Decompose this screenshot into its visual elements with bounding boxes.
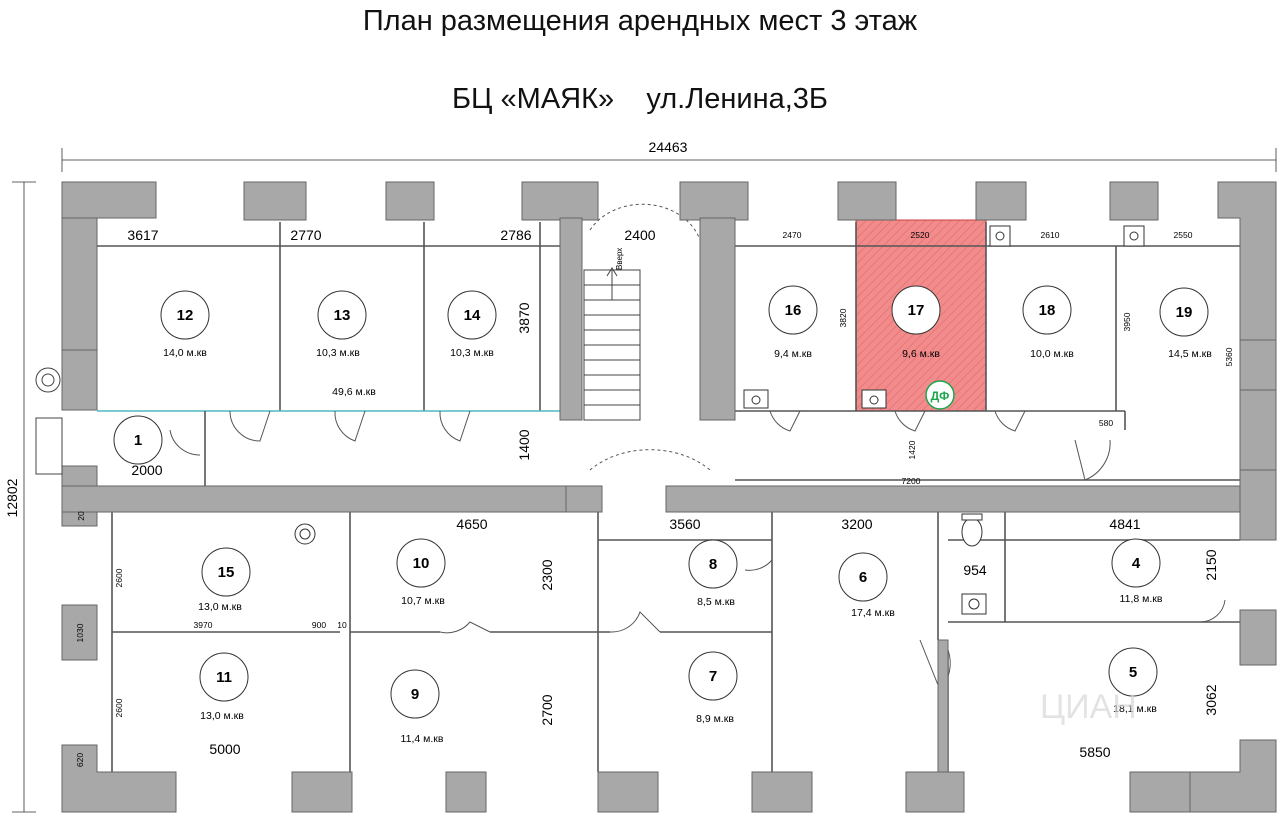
room-4-number: 4 xyxy=(1132,555,1141,572)
dim-580: 580 xyxy=(1099,418,1113,428)
dim-2786: 2786 xyxy=(500,227,531,243)
room-16-number: 16 xyxy=(785,302,802,319)
dim-620: 620 xyxy=(75,753,85,767)
dim-2400: 2400 xyxy=(624,227,655,243)
plan-subtitle: БЦ «МАЯК» ул.Ленина,3Б xyxy=(452,83,828,115)
dim-2600-a: 2600 xyxy=(114,568,124,587)
room-7-area: 8,9 м.кв xyxy=(696,713,734,725)
interior-partitions xyxy=(97,222,1240,772)
room-10-area: 10,7 м.кв xyxy=(401,595,445,607)
room-8-number: 8 xyxy=(709,556,717,573)
dim-1420: 1420 xyxy=(907,440,917,459)
room-17-number: 17 xyxy=(908,302,925,319)
dim-3820: 3820 xyxy=(838,308,848,327)
dim-2300: 2300 xyxy=(539,559,555,590)
room-12-number: 12 xyxy=(177,307,194,324)
room-15-number: 15 xyxy=(218,564,235,581)
room-19-number: 19 xyxy=(1176,304,1193,321)
room-18-number: 18 xyxy=(1039,302,1056,319)
dim-3617: 3617 xyxy=(127,227,158,243)
dim-7200: 7200 xyxy=(902,476,921,486)
dim-3200: 3200 xyxy=(841,516,872,532)
dim-3970: 3970 xyxy=(194,620,213,630)
watermark: ЦИАН xyxy=(1040,688,1137,726)
room-12-area: 14,0 м.кв xyxy=(163,347,207,359)
dim-2610: 2610 xyxy=(1041,230,1060,240)
overall-height-label: 12802 xyxy=(4,478,20,517)
dim-2520: 2520 xyxy=(911,230,930,240)
dim-5850: 5850 xyxy=(1079,744,1110,760)
dim-954: 954 xyxy=(963,562,987,578)
dim-5360: 5360 xyxy=(1224,347,1234,366)
room-17-area: 9,6 м.кв xyxy=(902,348,940,360)
dim-2600-b: 2600 xyxy=(114,698,124,717)
total-area-label: 49,6 м.кв xyxy=(332,386,376,398)
dim-10: 10 xyxy=(337,620,347,630)
structural-walls xyxy=(61,181,1277,813)
room-4-area: 11,8 м.кв xyxy=(1120,593,1163,605)
dim-2470: 2470 xyxy=(783,230,802,240)
room-9-number: 9 xyxy=(411,686,419,703)
dim-3870: 3870 xyxy=(516,302,532,333)
room-6-area: 17,4 м.кв xyxy=(851,607,895,619)
dim-2150: 2150 xyxy=(1203,549,1219,580)
dim-3560: 3560 xyxy=(669,516,700,532)
dim-900: 900 xyxy=(312,620,326,630)
room-14-area: 10,3 м.кв xyxy=(450,347,494,359)
toilet-icon xyxy=(961,513,983,547)
stairs-up-label: Вверх xyxy=(615,248,624,270)
door-swings xyxy=(169,203,1226,691)
dim-2700: 2700 xyxy=(539,694,555,725)
overall-dimension-lines xyxy=(12,148,1277,813)
dim-2550: 2550 xyxy=(1174,230,1193,240)
dim-4650: 4650 xyxy=(456,516,487,532)
dim-4841: 4841 xyxy=(1109,516,1140,532)
staircase xyxy=(583,267,641,421)
room-13-area: 10,3 м.кв xyxy=(316,347,360,359)
room-15-area: 13,0 м.кв xyxy=(198,601,242,613)
room-11-area: 13,0 м.кв xyxy=(200,710,244,722)
room-1-number: 1 xyxy=(134,432,142,449)
room-13-number: 13 xyxy=(334,307,351,324)
room-9-area: 11,4 м.кв xyxy=(401,733,444,745)
dim-2770: 2770 xyxy=(290,227,321,243)
room-10-number: 10 xyxy=(413,555,430,572)
dim-2000: 2000 xyxy=(131,462,162,478)
dim-3062: 3062 xyxy=(1203,684,1219,715)
dim-1030: 1030 xyxy=(75,623,85,642)
dim-3950: 3950 xyxy=(1122,312,1132,331)
room-markers xyxy=(113,285,1209,719)
ventilation-icon xyxy=(35,367,63,475)
dim-1400: 1400 xyxy=(516,429,532,460)
room-7-number: 7 xyxy=(709,668,717,685)
df-badge: ДФ xyxy=(925,380,955,410)
room-11-number: 11 xyxy=(216,669,232,686)
sink-icon xyxy=(294,225,1145,615)
room-14-number: 14 xyxy=(464,307,481,324)
room-19-area: 14,5 м.кв xyxy=(1168,348,1212,360)
room-16-area: 9,4 м.кв xyxy=(774,348,812,360)
room-6-number: 6 xyxy=(859,569,867,586)
room-8-area: 8,5 м.кв xyxy=(697,596,735,608)
room-18-area: 10,0 м.кв xyxy=(1030,348,1074,360)
room-5-number: 5 xyxy=(1129,664,1137,681)
dim-5000: 5000 xyxy=(209,741,240,757)
plan-title: План размещения арендных мест 3 этаж xyxy=(362,5,918,37)
room-5-area: 18,1 м.кв xyxy=(1113,703,1157,715)
dim-20: 20 xyxy=(76,511,86,521)
df-badge-label: ДФ xyxy=(931,389,950,403)
overall-width-label: 24463 xyxy=(649,139,688,155)
